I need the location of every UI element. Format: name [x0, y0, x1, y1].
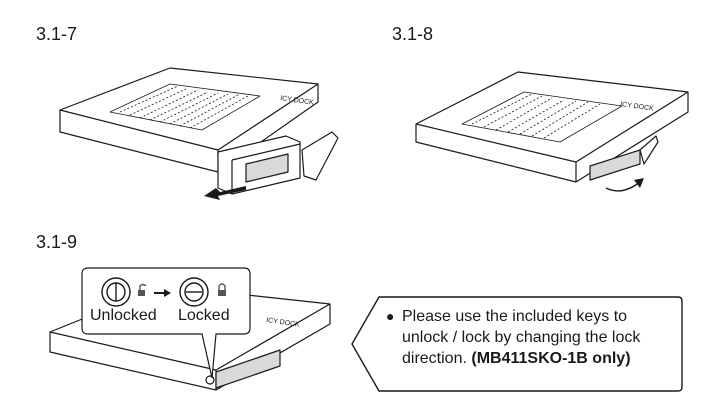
model-note: (MB411SKO-1B only) — [471, 350, 631, 367]
tray-front-lock — [215, 349, 281, 389]
bullet-icon: ● — [386, 308, 395, 324]
tray-front-closed — [589, 149, 641, 181]
lock-callout — [81, 267, 251, 379]
figure-close-handle: ICY DOCK — [415, 71, 689, 192]
note-box — [351, 296, 683, 392]
closed-padlock-icon — [218, 283, 226, 296]
insert-arrow-icon — [204, 186, 246, 200]
vent-grid — [109, 83, 261, 131]
step-label-3-1-9: 3.1-9 — [36, 232, 78, 252]
step-label-3-1-7: 3.1-7 — [36, 24, 78, 44]
locked-label: Locked — [178, 307, 230, 324]
step-label-3-1-8: 3.1-8 — [392, 24, 434, 44]
unlocked-dial-icon — [101, 277, 131, 307]
figure-insert-tray: ICY DOCK — [59, 67, 339, 200]
note-text: ● Please use the included keys to unlock… — [386, 306, 676, 369]
note-body: Please use the included keys to unlock /… — [402, 308, 641, 367]
brand-mark-closed: ICY DOCK — [620, 101, 655, 113]
locked-dial-icon — [179, 277, 209, 307]
brand-mark: ICY DOCK — [280, 95, 315, 107]
unlocked-label: Unlocked — [90, 307, 157, 324]
brand-mark-lock: ICY DOCK — [266, 317, 301, 329]
open-padlock-icon — [138, 283, 147, 296]
tray-handle — [301, 131, 339, 181]
rotate-arrow-icon — [605, 181, 641, 192]
rotate-arrowhead-icon — [634, 178, 644, 188]
tray-handle-closed — [639, 135, 659, 165]
